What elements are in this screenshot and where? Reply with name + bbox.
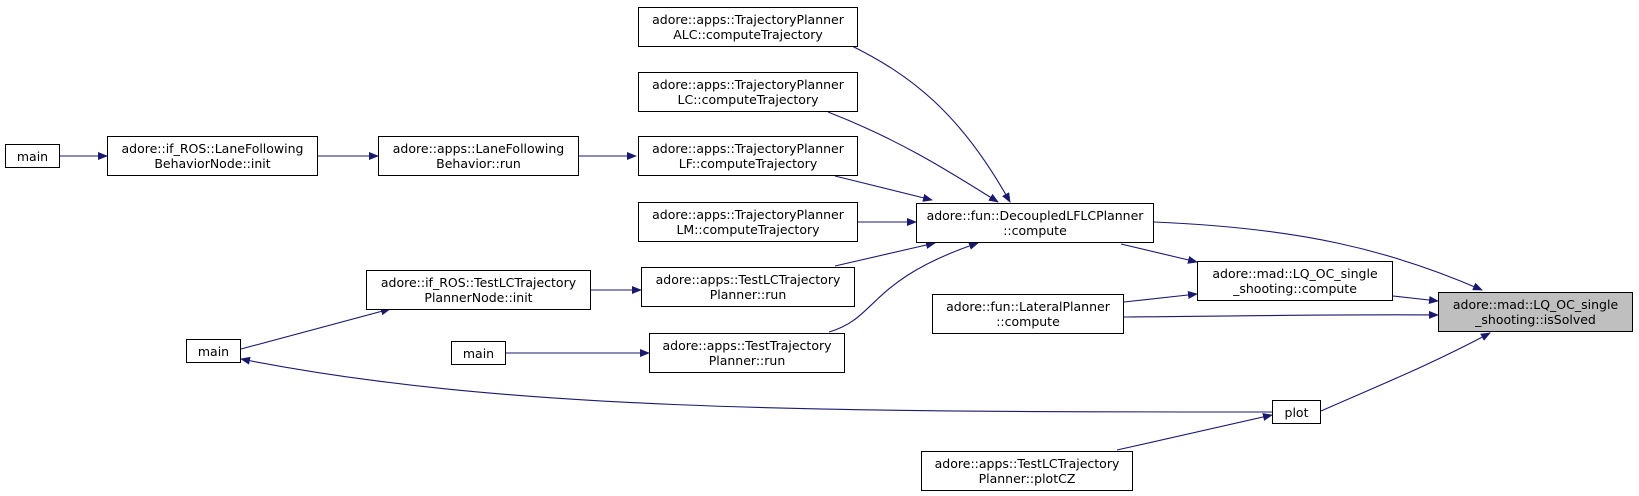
edge-lat-compute-to-lq-compute <box>1123 291 1198 303</box>
node-lat-compute[interactable]: adore::fun::LateralPlanner ::compute <box>932 294 1124 334</box>
node-label: LM::computeTrajectory <box>676 222 820 237</box>
node-label: Planner::run <box>709 287 787 302</box>
node-label: _shooting::isSolved <box>1475 312 1596 327</box>
node-label: ALC::computeTrajectory <box>673 27 823 42</box>
node-label: PlannerNode::init <box>424 290 533 305</box>
edge-testtp-run-to-dec <box>828 242 979 333</box>
node-plot[interactable]: plot <box>1272 400 1321 424</box>
node-label: adore::if_ROS::LaneFollowing <box>121 141 304 156</box>
node-label: adore::apps::TrajectoryPlanner <box>652 141 844 156</box>
node-main-c[interactable]: main <box>451 341 506 365</box>
node-main-b[interactable]: main <box>186 339 241 363</box>
edge-plot-to-main-b <box>240 356 1273 413</box>
node-lfb-run[interactable]: adore::apps::LaneFollowing Behavior::run <box>378 136 579 176</box>
node-label: adore::apps::TestLCTrajectory <box>934 456 1120 471</box>
node-label: adore::apps::TestLCTrajectory <box>655 272 841 287</box>
node-label: adore::apps::TrajectoryPlanner <box>652 12 844 27</box>
node-testlcn-init[interactable]: adore::if_ROS::TestLCTrajectory PlannerN… <box>366 270 591 310</box>
node-label: adore::apps::TrajectoryPlanner <box>652 77 844 92</box>
node-label: adore::fun::DecoupledLFLCPlanner <box>926 208 1144 223</box>
node-label: ::compute <box>996 314 1060 329</box>
edge-tp-lf-to-dec <box>834 175 933 202</box>
node-label: adore::fun::LateralPlanner <box>946 299 1110 314</box>
node-tp-lc[interactable]: adore::apps::TrajectoryPlanner LC::compu… <box>638 72 858 112</box>
node-testlc-run[interactable]: adore::apps::TestLCTrajectory Planner::r… <box>641 267 855 307</box>
node-label: adore::apps::TrajectoryPlanner <box>652 207 844 222</box>
edge-plotcz-to-plot <box>1116 413 1273 451</box>
node-label: main <box>462 345 495 361</box>
edge-tp-lc-to-dec <box>827 111 999 203</box>
node-label: BehaviorNode::init <box>154 156 271 171</box>
node-label: adore::if_ROS::TestLCTrajectory <box>380 275 577 290</box>
node-label: Behavior::run <box>436 156 521 171</box>
node-label: plot <box>1284 404 1309 420</box>
node-root: adore::mad::LQ_OC_single _shooting::isSo… <box>1438 292 1633 332</box>
node-tp-lf[interactable]: adore::apps::TrajectoryPlanner LF::compu… <box>638 136 858 176</box>
edge-testlc-run-to-dec <box>834 241 936 267</box>
node-label: LF::computeTrajectory <box>678 156 818 171</box>
node-label: adore::apps::LaneFollowing <box>392 141 565 156</box>
node-label: adore::mad::LQ_OC_single <box>1212 266 1378 281</box>
node-label: _shooting::compute <box>1233 281 1357 296</box>
node-testtp-run[interactable]: adore::apps::TestTrajectory Planner::run <box>649 333 845 373</box>
node-dec-compute[interactable]: adore::fun::DecoupledLFLCPlanner ::compu… <box>916 203 1154 243</box>
node-label: adore::apps::TestTrajectory <box>662 338 832 353</box>
node-label: ::compute <box>1003 223 1067 238</box>
edge-lat-compute-to-root <box>1123 310 1439 319</box>
node-lfbn-init[interactable]: adore::if_ROS::LaneFollowing BehaviorNod… <box>107 136 318 176</box>
node-label: Planner::plotCZ <box>978 471 1076 486</box>
node-main-a[interactable]: main <box>5 144 60 168</box>
node-label: main <box>16 148 49 164</box>
edge-main-b-to-testlcn-init <box>240 307 391 350</box>
node-label: main <box>197 343 230 359</box>
node-plotcz[interactable]: adore::apps::TestLCTrajectory Planner::p… <box>921 451 1133 491</box>
node-label: adore::mad::LQ_OC_single <box>1452 297 1619 312</box>
node-label: LC::computeTrajectory <box>677 92 819 107</box>
edge-tp-alc-to-dec <box>851 45 1011 203</box>
node-lq-compute[interactable]: adore::mad::LQ_OC_single _shooting::comp… <box>1197 261 1393 301</box>
edge-dec-compute-to-root <box>1153 221 1483 291</box>
edge-plot-to-root <box>1320 332 1491 412</box>
node-tp-lm[interactable]: adore::apps::TrajectoryPlanner LM::compu… <box>638 202 858 242</box>
edge-dec-compute-to-lq-compute <box>1120 243 1198 264</box>
node-label: Planner::run <box>708 353 786 368</box>
edge-lq-compute-to-root <box>1392 295 1439 304</box>
node-tp-alc[interactable]: adore::apps::TrajectoryPlanner ALC::comp… <box>638 7 858 47</box>
